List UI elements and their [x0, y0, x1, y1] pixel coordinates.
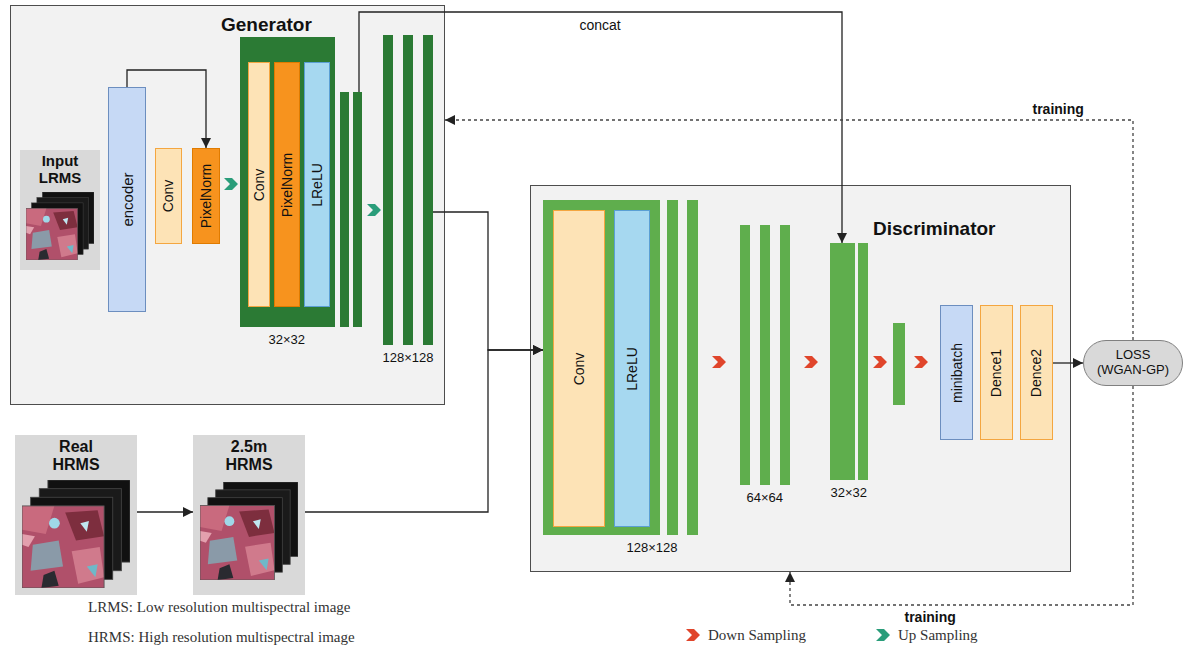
layer-box: Conv [553, 210, 605, 527]
node-label: PixelNorm [279, 152, 295, 217]
note-text: HRMS: High resolution multispectral imag… [88, 629, 355, 646]
training-arrow [790, 386, 1133, 605]
feature-bar [893, 323, 905, 405]
node-label: 2.5m HRMS [214, 438, 284, 474]
node-label: LOSS (WGAN-GP) [1091, 348, 1175, 378]
layer-box: Dence1 [980, 305, 1013, 440]
flow-arrow [127, 70, 206, 148]
node-label: minibatch [949, 343, 965, 403]
legend-text: Up Sampling [898, 627, 978, 644]
generator-panel: GeneratorInput LRMS encoder Conv PixelNorm 3… [10, 5, 445, 405]
panel-title: Generator [221, 14, 312, 36]
layer-box: LReLU [614, 210, 650, 527]
image-box: 2.5m HRMS [193, 435, 305, 595]
edge-label: training [905, 609, 956, 625]
node-label: Dence1 [989, 348, 1005, 396]
size-label: 128×128 [383, 350, 434, 365]
node-label: LReLU [624, 347, 640, 391]
node-label: PixelNorm [198, 164, 214, 229]
edge-label: concat [580, 17, 621, 33]
feature-bars: 32×32 [830, 243, 868, 480]
multispectral-image [200, 482, 298, 580]
size-label: 64×64 [747, 490, 784, 505]
flow-arrow [433, 212, 543, 350]
edge-label: training [1033, 101, 1084, 117]
feature-bars: 64×64 [740, 225, 790, 485]
legend-text-holder: Down Sampling [708, 626, 806, 644]
size-label: 128×128 [627, 540, 678, 555]
image-box: Input LRMS [20, 150, 100, 270]
loss-oval: LOSS (WGAN-GP) [1083, 340, 1183, 386]
up-sampling-chevron [224, 178, 890, 641]
feature-bars: 128×128 [383, 35, 433, 345]
size-label: 32×32 [831, 485, 868, 500]
node-label: Input LRMS [27, 153, 93, 187]
flow-arrow [137, 511, 193, 512]
note-text-holder: HRMS: High resolution multispectral imag… [88, 628, 355, 646]
flow-arrow [359, 12, 842, 243]
edge-label-holder: training [905, 608, 956, 626]
legend-text-holder: Up Sampling [898, 626, 978, 644]
layer-box: Dence2 [1020, 305, 1053, 440]
multispectral-image [26, 192, 94, 260]
layer-box: Conv [155, 148, 182, 244]
node-label: Dence2 [1029, 348, 1045, 396]
image-box: Real HRMS [15, 435, 137, 595]
size-label: 32×32 [269, 332, 306, 347]
training-arrow [445, 120, 1133, 340]
discriminator-panel: Discriminator 128×128 Conv LReLU 64×64 32×32 m… [530, 185, 1071, 572]
layer-box: PixelNorm [274, 62, 300, 307]
layer-box: Conv [248, 62, 270, 307]
panel-title: Discriminator [873, 218, 995, 240]
edge-label-holder: concat [580, 16, 621, 34]
block-group: 128×128ConvLReLU [543, 200, 699, 535]
encoder-box: encoder [108, 87, 146, 312]
flow-arrow [1053, 362, 1083, 363]
note-text: LRMS: Low resolution multispectral image [88, 599, 350, 616]
note-text-holder: LRMS: Low resolution multispectral image [88, 598, 350, 616]
node-label: encoder [119, 172, 136, 226]
legend-text: Down Sampling [708, 627, 806, 644]
flow-arrow [305, 350, 543, 512]
node-label: Conv [571, 352, 587, 385]
node-label: LReLU [309, 163, 325, 207]
down-sampling-chevron [686, 356, 928, 641]
layer-box: minibatch [940, 305, 973, 440]
node-label: Real HRMS [41, 438, 111, 474]
node-label: Conv [161, 180, 177, 213]
block-group: 32×32ConvPixelNormLReLU [240, 37, 364, 327]
layer-box: PixelNorm [192, 148, 220, 244]
node-label: Conv [251, 168, 267, 201]
multispectral-image [22, 480, 130, 588]
layer-box: LReLU [304, 62, 330, 307]
edge-label-holder: training [1033, 100, 1084, 118]
